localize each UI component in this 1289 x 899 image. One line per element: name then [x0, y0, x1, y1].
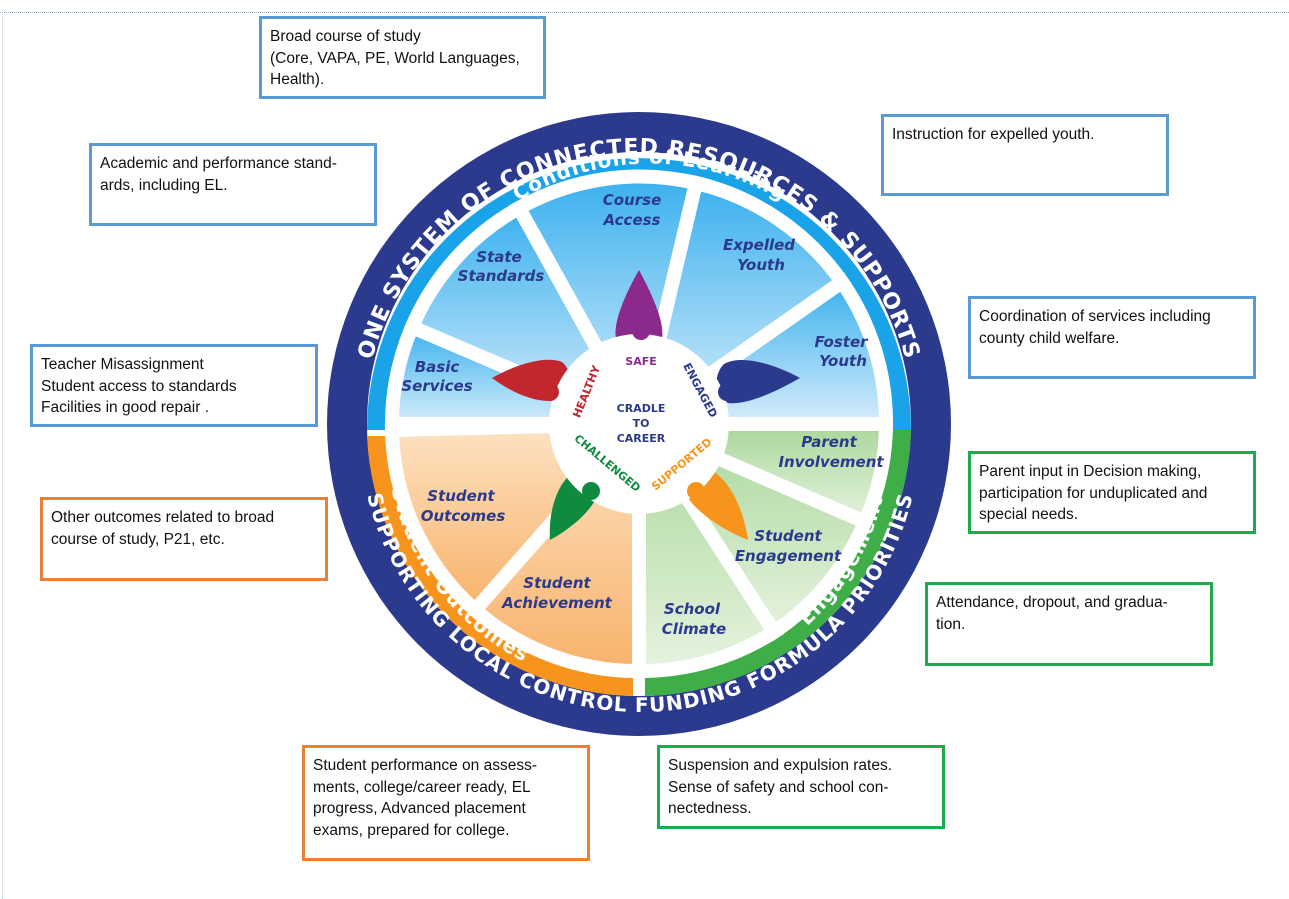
outer-ring-top-label: ONE SYSTEM OF CONNECTED RESOURCES & SUPP… [354, 135, 925, 362]
segment-student-engagement-1: Student [754, 527, 822, 545]
segment-school-climate-2: Climate [662, 620, 726, 638]
segment-state-standards-1: State [476, 248, 521, 266]
left-dotted-border [2, 12, 3, 899]
segment-student-outcomes-2: Outcomes [421, 507, 506, 525]
note-teacher: Teacher Misassignment Student access to … [30, 344, 318, 427]
note-parent-input: Parent input in Decision making, partici… [968, 451, 1256, 534]
center-star [492, 270, 800, 540]
segment-expelled-youth-1: Expelled [723, 236, 795, 254]
note-attendance: Attendance, dropout, and gradua- tion. [925, 582, 1213, 666]
center-engaged-label: ENGAGED [680, 361, 720, 420]
center-safe-label: SAFE [625, 355, 656, 368]
segment-state-standards-2: Standards [458, 267, 545, 285]
outcomes-band [367, 436, 633, 696]
center-career: CAREER [617, 432, 666, 445]
engagement-band [645, 430, 911, 696]
segment-parent-involvement-1: Parent [801, 433, 857, 451]
segment-expelled-youth-2: Youth [737, 256, 785, 274]
top-dotted-border [0, 12, 1289, 13]
note-academic-standards: Academic and performance stand- ards, in… [89, 143, 377, 226]
segment-basic-services-1: Basic [415, 358, 460, 376]
segment-student-engagement-2: Engagement [735, 547, 842, 565]
segment-student-achievement-1: Student [523, 574, 591, 592]
note-broad-course: Broad course of study (Core, VAPA, PE, W… [259, 16, 546, 99]
segment-foster-youth-2: Youth [819, 352, 867, 370]
segment-course-access-2: Access [603, 211, 661, 229]
segment-school-climate-1: School [664, 600, 721, 618]
segments [384, 169, 894, 679]
note-coordination: Coordination of services including count… [968, 296, 1256, 379]
segment-foster-youth-1: Foster [814, 333, 869, 351]
note-performance: Student performance on assess- ments, co… [302, 745, 590, 861]
center-to: TO [633, 417, 650, 430]
center-healthy-label: HEALTHY [570, 363, 603, 420]
note-suspension: Suspension and expulsion rates. Sense of… [657, 745, 945, 829]
segment-basic-services-2: Services [401, 377, 472, 395]
center-cradle: CRADLE [617, 402, 666, 415]
note-expelled-instruction: Instruction for expelled youth. [881, 114, 1169, 196]
segment-student-achievement-2: Achievement [501, 594, 612, 612]
segment-course-access-1: Course [603, 191, 662, 209]
note-other-outcomes: Other outcomes related to broad course o… [40, 497, 328, 581]
segment-parent-involvement-2: Involvement [778, 453, 884, 471]
segment-student-outcomes-1: Student [427, 487, 495, 505]
